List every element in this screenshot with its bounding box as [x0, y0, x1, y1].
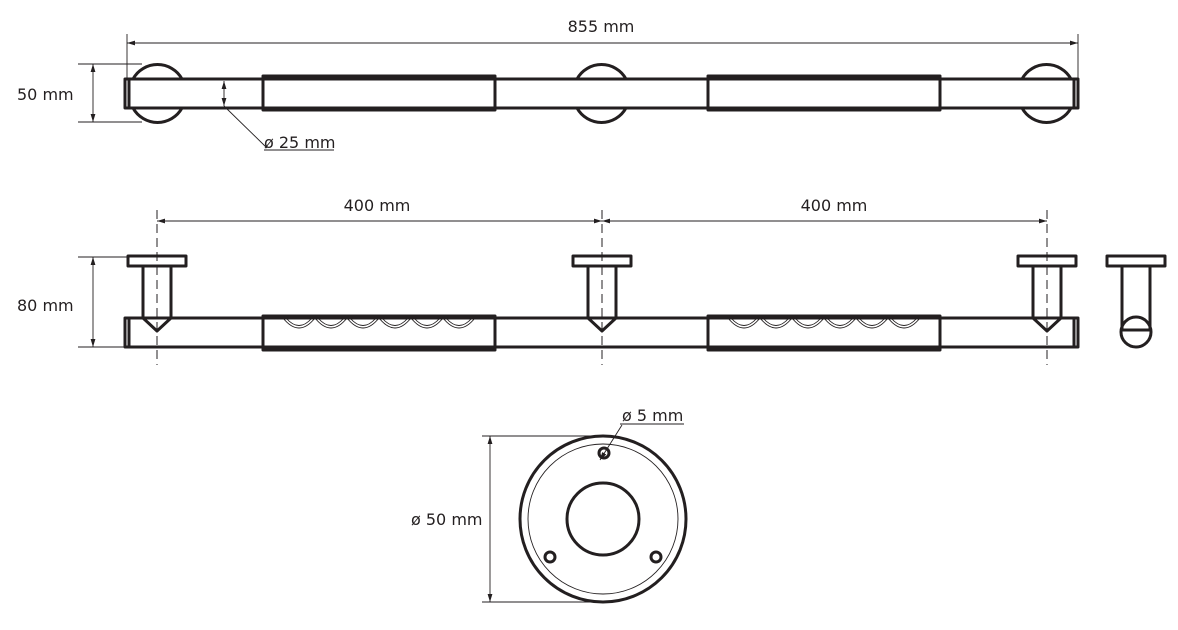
top-view	[123, 63, 1080, 124]
side-view	[1105, 254, 1167, 349]
overall-length-label: 855 mm	[568, 17, 635, 36]
spacing-dimensions: 400 mm 400 mm	[157, 196, 1047, 224]
overall-length-dimension: 855 mm	[126, 17, 1079, 78]
projection-label: 80 mm	[17, 296, 74, 315]
screw-hole-dimension: ø 5 mm	[599, 406, 684, 461]
projection-dimension: 80 mm	[17, 256, 130, 348]
height-dimension: 50 mm	[17, 63, 142, 123]
screw-hole-label: ø 5 mm	[622, 406, 683, 425]
flange-diameter-label: ø 50 mm	[411, 510, 483, 529]
flange-view	[518, 434, 688, 604]
height-label: 50 mm	[17, 85, 74, 104]
front-view	[123, 210, 1080, 365]
flange-diameter-dimension: ø 50 mm	[411, 435, 603, 603]
spacing-left-label: 400 mm	[344, 196, 411, 215]
tube-diameter-dimension: ø 25 mm	[221, 81, 336, 152]
tube-diameter-label: ø 25 mm	[264, 133, 336, 152]
spacing-right-label: 400 mm	[801, 196, 868, 215]
